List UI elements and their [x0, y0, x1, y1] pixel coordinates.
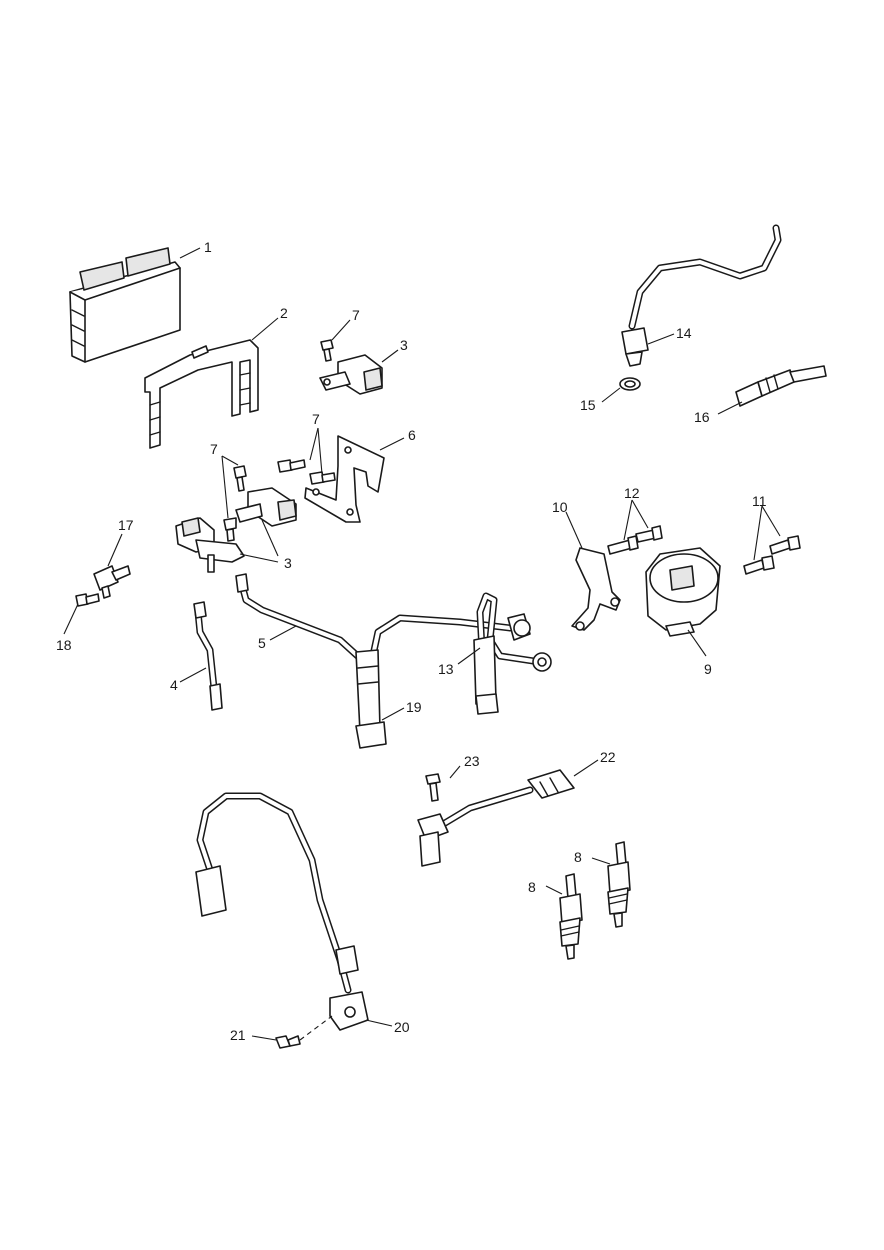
callout-7b: 7: [312, 411, 320, 427]
callout-5: 5: [258, 635, 266, 651]
part-sensor-bracket[interactable]: [304, 435, 385, 523]
callout-7c: 7: [210, 441, 218, 457]
callout-15: 15: [580, 397, 596, 413]
part-spark-plug-8-left[interactable]: [559, 873, 583, 960]
callout-2: 2: [280, 305, 288, 321]
callout-20: 20: [394, 1019, 410, 1035]
part-ecu-bracket[interactable]: [144, 339, 259, 449]
callout-12: 12: [624, 485, 640, 501]
part-sensor-17[interactable]: [93, 565, 131, 599]
part-sensor-middle[interactable]: [235, 487, 297, 527]
callout-23: 23: [464, 753, 480, 769]
callout-16: 16: [694, 409, 710, 425]
bolt-11-lower[interactable]: [743, 555, 775, 575]
part-ignition-coil-9[interactable]: [645, 547, 721, 637]
callout-3b: 3: [284, 555, 292, 571]
leader-lines: [63, 247, 781, 1041]
bolt-left[interactable]: [223, 465, 247, 542]
callout-1: 1: [204, 239, 212, 255]
bolt-23[interactable]: [425, 773, 441, 802]
callout-3a: 3: [400, 337, 408, 353]
part-throttle-sensor-20[interactable]: [195, 792, 369, 1031]
part-sensor-upper[interactable]: [319, 354, 383, 395]
callout-6: 6: [408, 427, 416, 443]
bolt-18[interactable]: [75, 593, 100, 607]
callout-22: 22: [600, 749, 616, 765]
part-ht-lead-5[interactable]: [235, 573, 531, 664]
callout-8a: 8: [528, 879, 536, 895]
callout-9: 9: [704, 661, 712, 677]
callout-18: 18: [56, 637, 72, 653]
callout-11: 11: [752, 493, 767, 509]
part-lambda-sensor-14[interactable]: [621, 224, 782, 367]
part-ecu[interactable]: [69, 247, 181, 363]
part-spark-plug-cap-19[interactable]: [355, 649, 387, 749]
callout-8b: 8: [574, 849, 582, 865]
callout-7a: 7: [352, 307, 360, 323]
callout-19: 19: [406, 699, 422, 715]
part-coil-bracket-10[interactable]: [571, 547, 621, 631]
part-washer-15[interactable]: [619, 377, 641, 391]
bolt-upper[interactable]: [320, 339, 334, 362]
part-ht-lead-13[interactable]: [473, 592, 552, 715]
bolt-12-left[interactable]: [607, 535, 639, 555]
part-sensor-cable-4[interactable]: [193, 601, 223, 711]
callout-17: 17: [118, 517, 134, 533]
callout-labels: 1 2 3 3 4 5 6 7 7 7 8 8 9 10 11 12 13 14…: [56, 239, 767, 1043]
bolt-12-right[interactable]: [635, 525, 663, 543]
callout-10: 10: [552, 499, 568, 515]
part-crank-sensor-22[interactable]: [417, 769, 575, 867]
bolt-21[interactable]: [275, 1015, 333, 1049]
callout-14: 14: [676, 325, 692, 341]
callout-4: 4: [170, 677, 178, 693]
callout-13: 13: [438, 661, 454, 677]
bolt-mid-right[interactable]: [309, 471, 336, 485]
callout-21: 21: [230, 1027, 246, 1043]
bolt-11-upper[interactable]: [769, 535, 801, 555]
part-sensor-lower[interactable]: [175, 517, 245, 573]
part-spark-plug-8-right[interactable]: [607, 841, 631, 928]
bolt-mid-left[interactable]: [277, 459, 306, 473]
part-sensor-16[interactable]: [735, 365, 827, 407]
